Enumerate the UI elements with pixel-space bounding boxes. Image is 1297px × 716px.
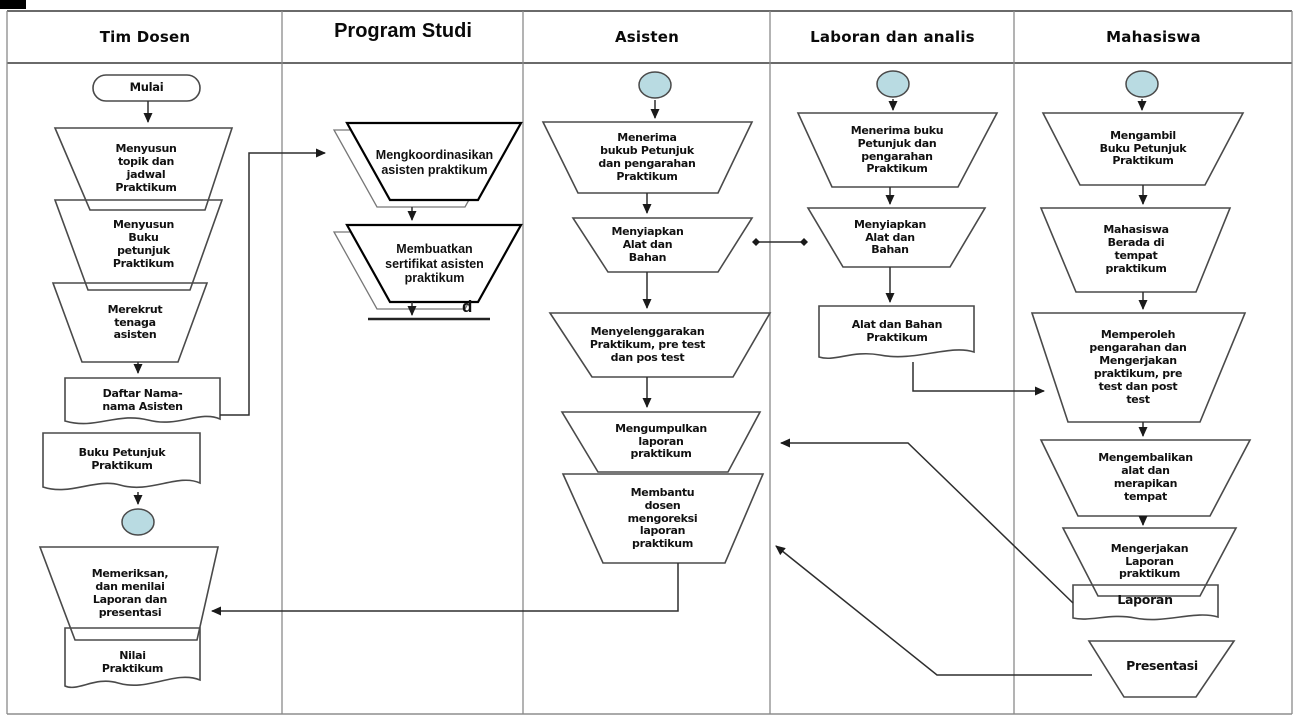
shape-membuatkan-sertifikat (345, 223, 523, 304)
node-label-daftar-nama: Daftar Nama- nama Asisten (102, 387, 183, 413)
node-label-mengembalikan-alat: Mengembalikan alat dan merapikan tempat (1098, 451, 1193, 503)
shape-merekrut-tenaga (51, 282, 209, 363)
flow-presentasi-to-membantu (775, 545, 1092, 676)
node-label-membantu-dosen: Membantu dosen mengoreksi laporan prakti… (627, 485, 698, 551)
shape-menyiapkan-alat-laboran (806, 207, 987, 268)
scan-artifact-bar (0, 0, 26, 9)
node-label-menyiapkan-alat-asisten: Menyiapkan Alat dan Bahan (611, 225, 684, 264)
shape-mengambil-buku (1041, 112, 1245, 186)
node-label-mengambil-buku: Mengambil Buku Petunjuk Praktikum (1099, 128, 1187, 168)
shape-laporan-document (1072, 584, 1219, 621)
node-label-menyusun-buku: Menyusun Buku petunjuk Praktikum (112, 218, 175, 270)
shape-presentasi (1087, 640, 1236, 698)
node-label-menerima-buku-laboran: Menerima buku Petunjuk dan pengarahan Pr… (850, 123, 944, 176)
shape-memperoleh-pengarahan (1030, 312, 1247, 423)
node-label-berada-di-tempat: Mahasiswa Berada di tempat praktikum (1103, 223, 1169, 275)
node-label-presentasi: Presentasi (1126, 657, 1198, 673)
node-label-alat-bahan: Alat dan Bahan Praktikum (851, 318, 943, 344)
node-label-merekrut-tenaga: Merekrut tenaga asisten (107, 302, 163, 342)
shape-mengerjakan-laporan (1061, 527, 1238, 597)
shape-mulai-terminator (92, 74, 201, 102)
start-circle-laboran (876, 70, 910, 98)
node-label-buku-petunjuk: Buku Petunjuk Praktikum (78, 446, 166, 472)
lane-header-program-studi: Program Studi (334, 19, 472, 42)
shape-menyiapkan-alat-asisten (571, 217, 754, 273)
stray-letter-d: d (461, 296, 473, 316)
shape-menyelenggarakan (548, 312, 772, 378)
flow-membantu-to-memeriksa (211, 563, 679, 616)
node-label-menyusun-topik: Menyusun topik dan jadwal Praktikum (115, 142, 177, 194)
shape-nilai-praktikum-document (64, 627, 201, 689)
lane-header-tim-dosen: Tim Dosen (99, 28, 191, 46)
shape-menerima-buku-asisten (541, 121, 754, 194)
shape-alat-bahan-document (818, 305, 975, 359)
shape-menyusun-topik (53, 127, 234, 211)
flow-daftar-to-mengkoordinasikan (220, 148, 326, 416)
shape-mengkoordinasikan (345, 121, 523, 202)
node-label-mengkoordinasikan: Mengkoordinasikan asisten praktikum (375, 148, 494, 177)
shape-mengumpulkan-laporan (560, 411, 762, 473)
shape-berada-di-tempat (1039, 207, 1232, 293)
node-label-nilai-praktikum: Nilai Praktikum (101, 649, 164, 675)
lane-header-asisten: Asisten (614, 28, 680, 46)
node-label-laporan: Laporan (1117, 591, 1173, 607)
shape-menerima-buku-laboran (796, 112, 999, 188)
node-label-menyelenggarakan: Menyelenggarakan Praktikum, pre test dan… (589, 325, 706, 364)
shape-mengembalikan-alat (1039, 439, 1252, 517)
shape-buku-petunjuk-document (42, 432, 201, 491)
flow-laporan-to-mengumpulkan (780, 438, 1074, 604)
start-circle-asisten (638, 71, 672, 99)
shape-membantu-dosen (561, 473, 765, 564)
node-label-memperoleh-pengarahan: Memperoleh pengarahan dan Mengerjakan pr… (1089, 328, 1187, 406)
lane-header-laboran: Laboran dan analis (810, 28, 975, 46)
node-label-mengerjakan-laporan: Mengerjakan Laporan praktikum (1110, 541, 1189, 581)
node-label-memeriksa-menilai: Memeriksan, dan menilai Laporan dan pres… (91, 567, 169, 619)
flow-alat-bahan-to-memperoleh (912, 362, 1045, 396)
lane-grid (6, 10, 1293, 715)
lane-header-mahasiswa: Mahasiswa (1106, 28, 1201, 46)
node-label-mengumpulkan-laporan: Mengumpulkan laporan praktikum (615, 421, 707, 461)
node-label-membuatkan-sertifikat: Membuatkan sertifikat asisten praktikum (385, 241, 484, 286)
shape-memeriksa-menilai (38, 546, 220, 641)
shape-menyusun-buku (53, 199, 224, 291)
shape-daftar-nama-document (64, 377, 221, 425)
node-label-mulai: Mulai (129, 80, 164, 95)
connector-circle-tim-dosen (121, 508, 155, 536)
start-circle-mahasiswa (1125, 70, 1159, 98)
flow-connectors (133, 99, 1148, 676)
node-label-menerima-buku-asisten: Menerima bukub Petunjuk dan pengarahan P… (598, 131, 696, 183)
node-label-menyiapkan-alat-laboran: Menyiapkan Alat dan Bahan (853, 217, 927, 257)
